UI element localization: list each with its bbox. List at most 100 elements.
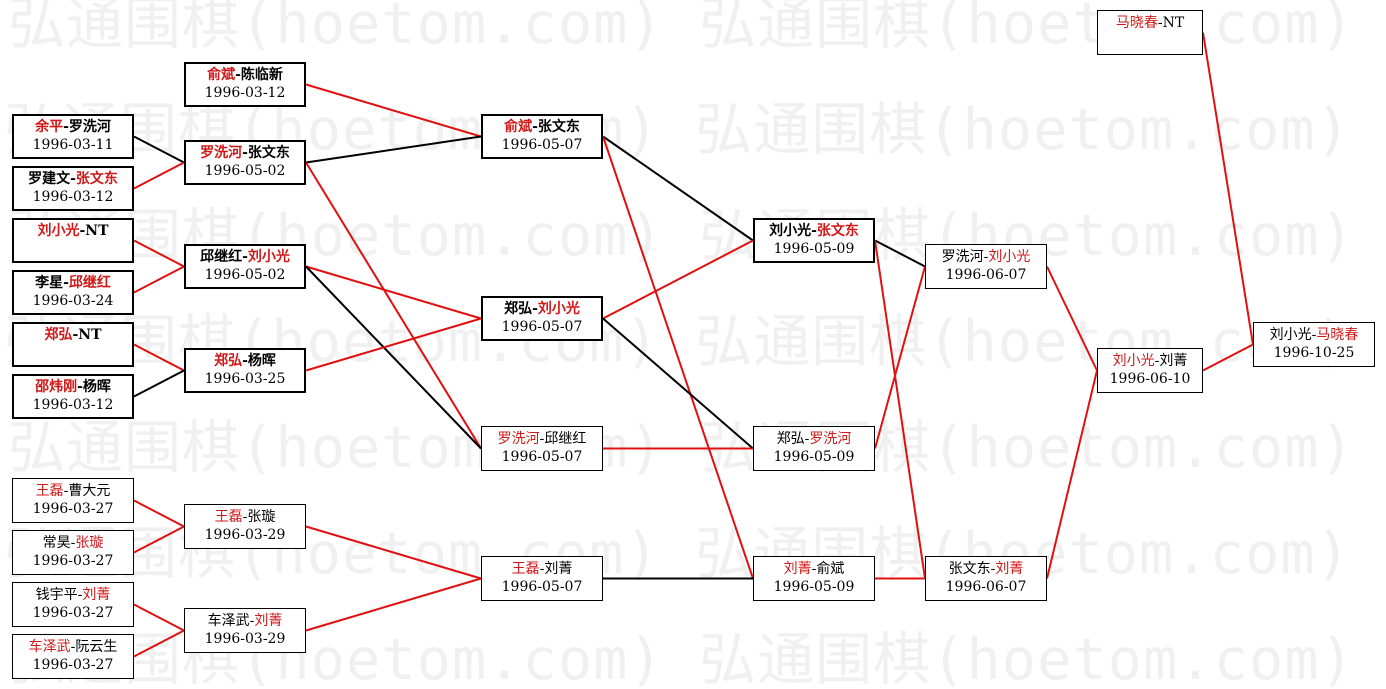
players-separator: - — [63, 483, 69, 499]
player-name: 罗建文 — [28, 171, 71, 187]
match-box-r1_3[interactable]: 刘小光-NT — [12, 218, 134, 263]
bracket-line-r5_1-r6_1 — [1046, 266, 1098, 371]
players-separator: - — [811, 561, 817, 577]
bracket-line-top_1-final — [1202, 32, 1254, 345]
match-date: 1996-10-25 — [1273, 345, 1355, 361]
bracket-line-r2_6-r3_4 — [305, 577, 482, 632]
bracket-line-r3_1-r4_3 — [602, 136, 754, 579]
match-players: 刘小光-马晓春 — [1254, 326, 1374, 344]
match-box-r1_5[interactable]: 郑弘-NT — [12, 322, 134, 367]
players-separator: - — [532, 301, 538, 317]
match-date: 1996-05-07 — [501, 137, 583, 153]
match-players: 车泽武-刘菁 — [185, 612, 305, 630]
bracket-line-r2_3-r3_2 — [305, 265, 482, 320]
match-date: 1996-05-09 — [773, 241, 855, 257]
winner-name: 车泽武 — [28, 639, 71, 655]
winner-name: 王磊 — [511, 561, 540, 577]
players-separator: - — [242, 353, 248, 369]
match-date: 1996-03-12 — [32, 189, 114, 205]
match-date: 1996-05-09 — [773, 579, 855, 595]
winner-name: 郑弘 — [214, 353, 243, 369]
winner-name: 刘小光 — [37, 223, 80, 239]
match-date: 1996-05-07 — [501, 449, 583, 465]
player-name: 陈临新 — [240, 67, 283, 83]
match-players: 郑弘-NT — [14, 326, 132, 344]
bracket-line-r1_4-r2_3 — [133, 265, 185, 294]
winner-name: 马晓春 — [1115, 15, 1158, 31]
player-name: 杨晖 — [247, 353, 276, 369]
players-separator: - — [1311, 327, 1317, 343]
player-name: 郑弘 — [776, 431, 805, 447]
player-name: 郑弘 — [504, 301, 533, 317]
winner-name: 刘菁 — [783, 561, 812, 577]
player-name: 邱继红 — [200, 249, 243, 265]
match-date: 1996-03-27 — [32, 657, 114, 673]
players-separator: - — [1157, 15, 1163, 31]
match-date: 1996-05-07 — [501, 319, 583, 335]
match-players: 张文东-刘菁 — [926, 560, 1046, 578]
players-separator: - — [811, 223, 817, 239]
bracket-line-r2_4-r3_2 — [305, 317, 482, 372]
player-name: 张文东 — [948, 561, 991, 577]
players-separator: - — [63, 275, 69, 291]
player-name: 张文东 — [537, 119, 580, 135]
bracket-line-r2_2-r3_3 — [305, 161, 482, 450]
match-players: 罗洗河-张文东 — [186, 144, 304, 162]
bracket-line-r1_3-r2_3 — [133, 239, 185, 268]
bracket-line-r2_5-r3_4 — [305, 525, 482, 580]
players-separator: - — [235, 67, 241, 83]
match-date: 1996-03-29 — [204, 631, 286, 647]
match-date: 1996-05-09 — [773, 449, 855, 465]
player-name: 刘小光 — [1269, 327, 1312, 343]
match-box-top_1[interactable]: 马晓春-NT — [1097, 10, 1203, 55]
match-players: 常昊-张璇 — [13, 534, 133, 552]
bracket-line-r1_9-r2_6 — [133, 603, 185, 632]
bracket-line-r1_2-r2_2 — [133, 161, 185, 190]
bracket-line-r1_7-r2_5 — [133, 499, 185, 528]
winner-name: 刘小光 — [247, 249, 290, 265]
players-separator: - — [983, 249, 989, 265]
player-name: 邱继红 — [544, 431, 587, 447]
match-players: 俞斌-陈临新 — [186, 66, 304, 84]
match-date: 1996-03-29 — [204, 527, 286, 543]
winner-name: 郑弘 — [44, 327, 73, 343]
player-name: 杨晖 — [82, 379, 111, 395]
match-players: 俞斌-张文东 — [483, 118, 601, 136]
winner-name: 余平 — [35, 119, 64, 135]
match-date: 1996-05-02 — [204, 163, 286, 179]
match-date: 1996-03-12 — [32, 397, 114, 413]
bracket-line-r1_8-r2_5 — [133, 525, 185, 554]
winner-name: 罗洗河 — [809, 431, 852, 447]
player-name: NT — [78, 327, 102, 343]
player-name: 车泽武 — [207, 613, 250, 629]
match-date: 1996-03-11 — [32, 137, 114, 153]
players-separator: - — [539, 431, 545, 447]
match-players: 余平-罗洗河 — [14, 118, 132, 136]
